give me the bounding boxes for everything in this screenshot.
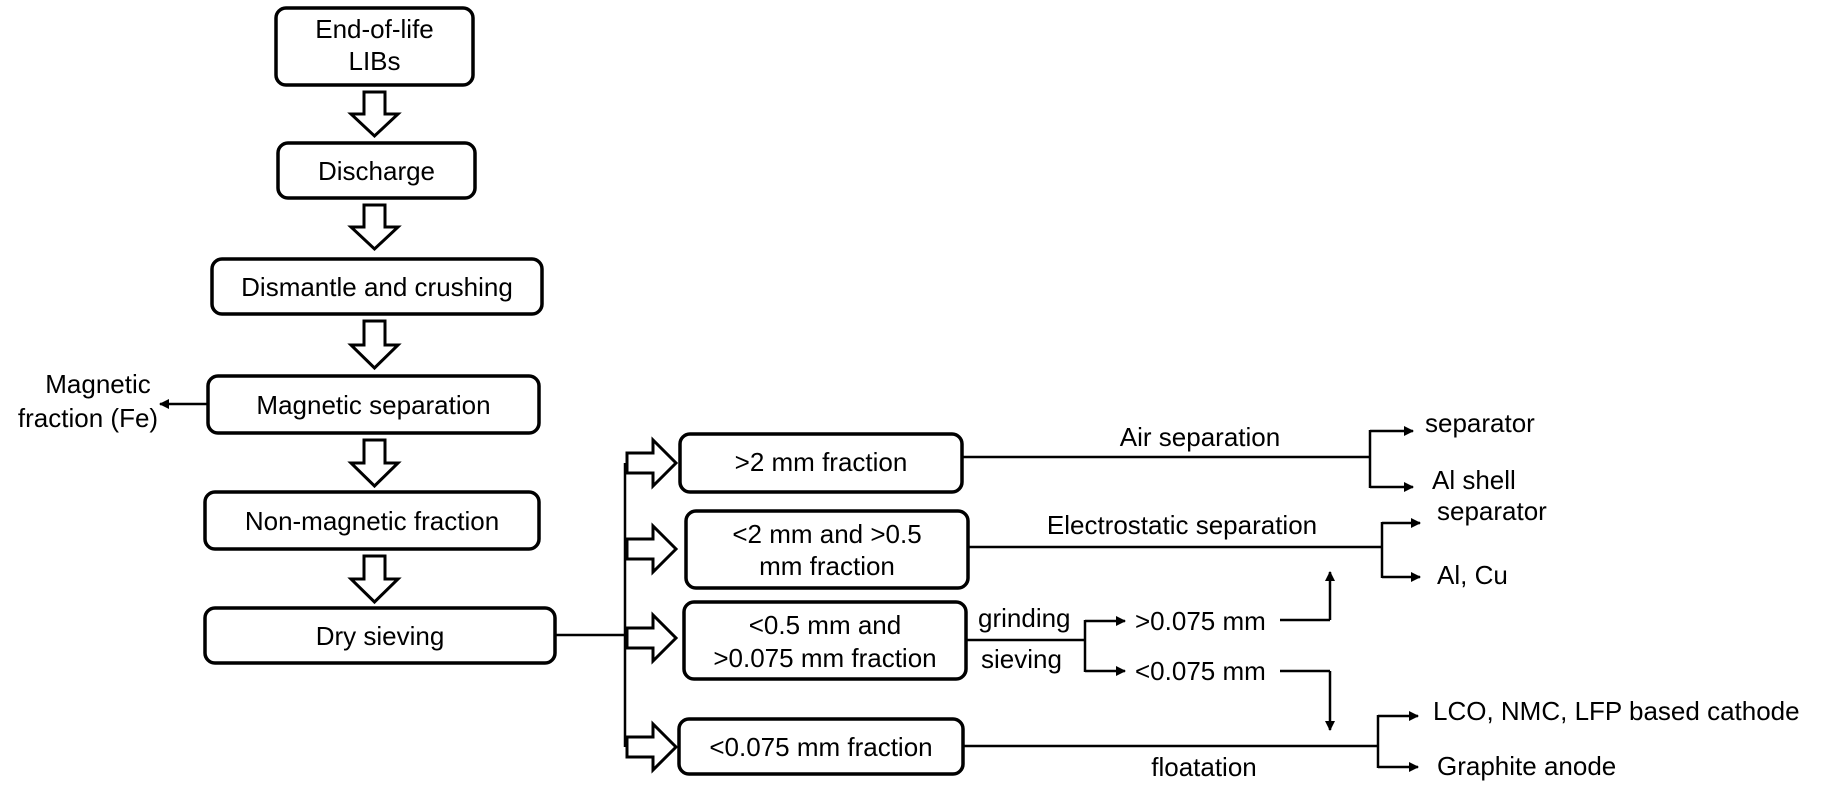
box-gt2mm: >2 mm fraction	[678, 432, 964, 494]
branch-arrow-1	[625, 436, 679, 490]
arrow-down-3	[347, 319, 402, 371]
magnetic-fraction-line2: fraction (Fe)	[18, 403, 158, 433]
magnetic-fraction-line1: Magnetic	[45, 369, 151, 399]
fine-fraction-label: <0.075 mm fraction	[709, 732, 932, 762]
air-separation-label: Air separation	[1120, 422, 1280, 452]
cathode-label: LCO, NMC, LFP based cathode	[1433, 696, 1800, 726]
electrostatic-label: Electrostatic separation	[1047, 510, 1317, 540]
gt0075-label: >0.075 mm	[1135, 606, 1266, 636]
mid-fraction-line2: mm fraction	[759, 551, 895, 581]
box-non-magnetic: Non-magnetic fraction	[203, 490, 541, 551]
dismantle-label: Dismantle and crushing	[241, 272, 513, 302]
arrow-down-1	[347, 90, 402, 139]
box-dismantle: Dismantle and crushing	[210, 257, 544, 316]
floatation-label: floatation	[1151, 752, 1257, 782]
box-magnetic-separation: Magnetic separation	[206, 374, 541, 435]
separator-2-label: separator	[1437, 496, 1547, 526]
mid-fraction-line1: <2 mm and >0.5	[732, 519, 921, 549]
small-fraction-line1: <0.5 mm and	[749, 610, 901, 640]
eol-label-line2: LIBs	[348, 46, 400, 76]
branch-arrow-3	[625, 611, 679, 665]
graphite-label: Graphite anode	[1437, 751, 1616, 781]
small-fraction-line2: >0.075 mm fraction	[713, 643, 936, 673]
box-discharge: Discharge	[276, 141, 477, 200]
arrow-down-5	[347, 554, 402, 605]
box-dry-sieving: Dry sieving	[203, 606, 557, 665]
arrow-down-2	[347, 203, 402, 252]
al-shell-label: Al shell	[1432, 465, 1516, 495]
branch-arrow-2	[625, 522, 679, 576]
box-fine-fraction: <0.075 mm fraction	[677, 717, 965, 776]
al-cu-label: Al, Cu	[1437, 560, 1508, 590]
eol-label-line1: End-of-life	[315, 14, 434, 44]
dry-sieving-label: Dry sieving	[316, 621, 445, 651]
separator-1-label: separator	[1425, 408, 1535, 438]
branch-arrow-4	[625, 720, 679, 774]
lt0075-label: <0.075 mm	[1135, 656, 1266, 686]
non-magnetic-label: Non-magnetic fraction	[245, 506, 499, 536]
box-mid-fraction: <2 mm and >0.5 mm fraction	[684, 509, 970, 590]
discharge-label: Discharge	[318, 156, 435, 186]
arrow-down-4	[347, 438, 402, 489]
box-small-fraction: <0.5 mm and >0.075 mm fraction	[682, 600, 968, 681]
box-eol: End-of-life LIBs	[274, 6, 475, 87]
grinding-label: grinding	[978, 603, 1071, 633]
magnetic-separation-label: Magnetic separation	[256, 390, 490, 420]
sieving-label: sieving	[981, 644, 1062, 674]
gt2mm-label: >2 mm fraction	[735, 447, 908, 477]
